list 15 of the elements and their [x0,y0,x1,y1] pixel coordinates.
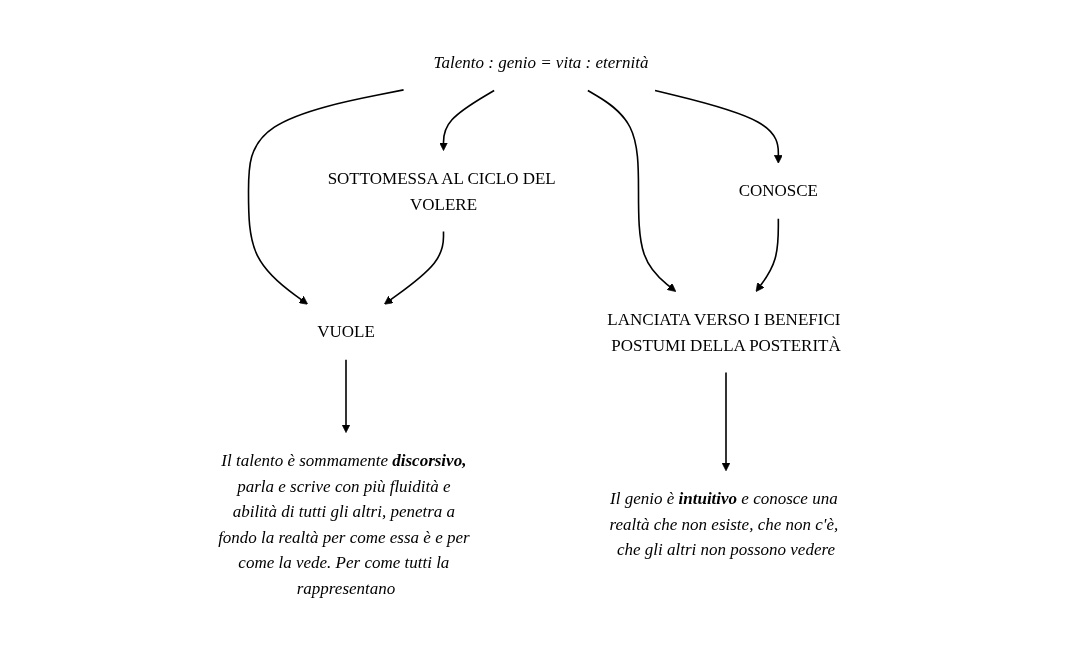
arrow [247,88,405,305]
arrow [721,371,731,471]
arrow [439,89,495,151]
arrow [341,358,351,433]
node-text: VUOLE [317,322,375,341]
node-text: SOTTOMESSA AL CICLO DEL VOLERE [327,168,556,213]
node-text: Talento : genio = vita : eternità [433,52,649,72]
node-text: CONOSCE [738,181,819,200]
node-text: LANCIATA VERSO I BENEFICI POSTUMI DELLA POSTERITÀ [607,309,841,354]
node-text: Il talento è sommamente discorsivo, parla e scrive con più fluidità e abilità di tutti gli altri, penetra a fondo la realtà per come essa è e per come la vede. Per come tutti la rappresentano [218,450,470,597]
arrow [587,89,677,292]
arrow [384,230,445,305]
node-text: Il genio è intuitivo e conosce una realtà che non esiste, che non c'è, che gli altri non possono vedere [609,488,839,559]
arrow [755,217,780,292]
arrow [654,89,783,164]
